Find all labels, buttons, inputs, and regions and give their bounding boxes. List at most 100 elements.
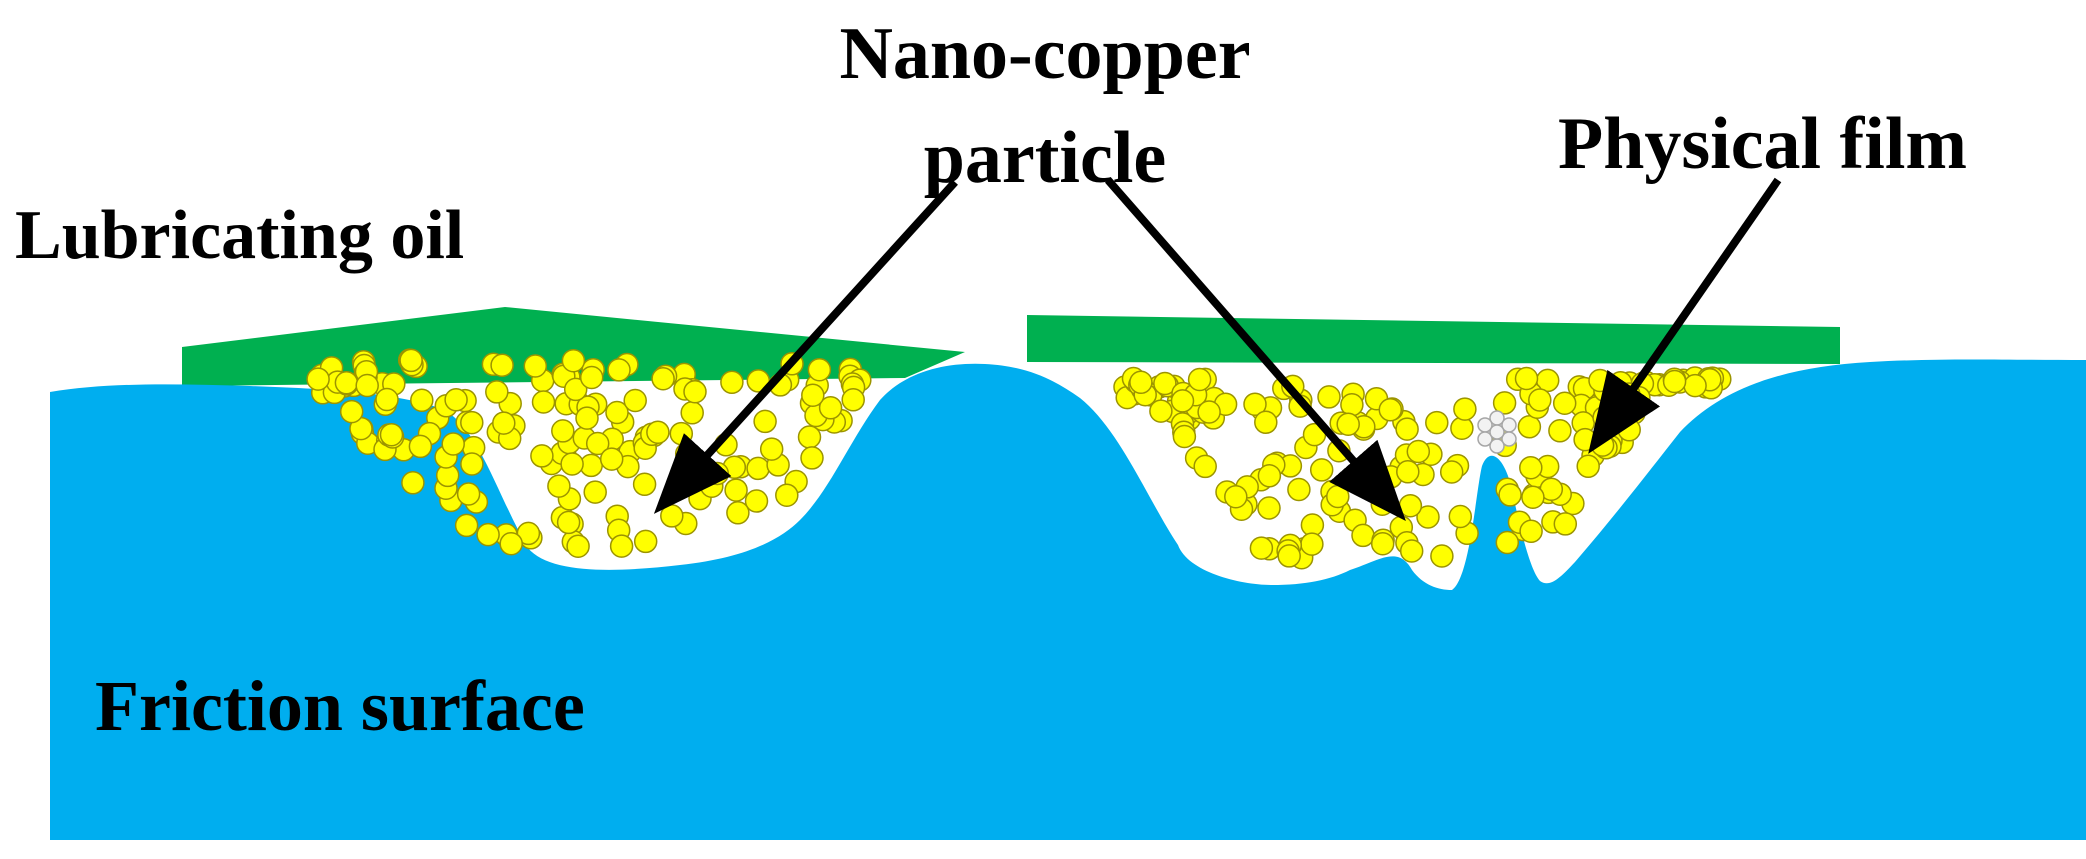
nano-copper-particle [579, 365, 604, 390]
nano-copper-particle [583, 480, 607, 504]
nano-copper-particle [1193, 454, 1217, 479]
nano-copper-particle [1498, 483, 1522, 507]
nano-copper-particle [1300, 532, 1324, 556]
nano-copper-particle [401, 471, 425, 495]
nano-copper-particle [563, 377, 588, 402]
physical-film-cluster [1477, 410, 1517, 454]
nano-copper-particle [623, 388, 647, 413]
nano-copper-particle [1197, 400, 1221, 424]
nano-copper-particle [759, 437, 784, 461]
nano-copper-particle [1683, 373, 1707, 398]
nano-copper-particle [1617, 418, 1641, 442]
nano-copper-particle [1317, 385, 1341, 409]
nano-copper-particle [800, 446, 824, 470]
right-oil-film [1027, 315, 1840, 364]
nano-copper-particle [1548, 419, 1572, 443]
nano-copper-particle [775, 483, 799, 507]
nano-copper-particle [1450, 416, 1474, 440]
nano-copper-particle [375, 387, 399, 412]
cluster-particle [1489, 424, 1505, 440]
nano-copper-particle [490, 353, 514, 377]
nano-copper-particle [1398, 493, 1423, 518]
nano-copper-particle [523, 354, 548, 378]
nano-copper-particle [1430, 544, 1454, 568]
friction-surface-substrate [50, 359, 2086, 840]
cluster-particle [1489, 438, 1505, 454]
nano-copper-particle [1395, 417, 1419, 441]
nano-copper-particle [306, 367, 330, 391]
nano-copper-particle [1519, 455, 1543, 480]
nano-copper-particle [599, 447, 624, 471]
nano-copper-particle [1129, 370, 1153, 395]
nano-copper-particle [1326, 484, 1350, 509]
lubricating-oil-label: Lubricating oil [15, 197, 464, 274]
nano-copper-particle [575, 406, 599, 430]
nano-copper-particle [1416, 505, 1440, 529]
nano-copper-particle [547, 474, 571, 498]
nano-copper-particle [680, 401, 704, 425]
nano-copper-particle [1399, 539, 1424, 563]
nano-copper-particle [334, 371, 359, 395]
nano-copper-particle [1257, 496, 1281, 520]
nano-copper-particle [499, 531, 523, 556]
nano-copper-label-line1: Nano-copper [839, 13, 1250, 95]
nano-copper-particle [726, 501, 750, 525]
nano-copper-particle [1378, 398, 1403, 422]
nano-copper-particle [683, 379, 707, 404]
nano-copper-particle [744, 489, 769, 513]
nano-copper-particle [1224, 484, 1248, 509]
nano-copper-particle [753, 409, 777, 434]
nano-copper-particle [1528, 388, 1552, 412]
nano-copper-particle [632, 472, 657, 497]
nano-copper-particle [441, 432, 465, 456]
nano-copper-particle [660, 504, 684, 528]
nano-copper-particle [1149, 399, 1173, 423]
cluster-particle [1501, 431, 1517, 447]
nano-copper-particle [1495, 530, 1520, 555]
nano-copper-particle [720, 370, 744, 395]
nano-copper-particle [1492, 391, 1517, 415]
nano-copper-particle [585, 431, 610, 456]
nano-copper-particle [1406, 439, 1431, 464]
nano-copper-particle [1396, 460, 1420, 484]
nano-copper-particle [646, 420, 670, 444]
nano-copper-particle [460, 410, 484, 435]
nano-copper-particle [1172, 424, 1197, 449]
physical-film-label: Physical film [1558, 103, 1967, 185]
nano-copper-particle [1519, 519, 1543, 544]
nano-copper-particle [1187, 367, 1212, 392]
nano-copper-particle [460, 452, 484, 476]
nano-copper-particle [1153, 371, 1177, 396]
nano-copper-particle [669, 421, 694, 446]
nano-copper-particle [1370, 531, 1395, 556]
nano-copper-particle [746, 456, 770, 481]
nano-copper-particle [1448, 504, 1473, 529]
nano-copper-particle [492, 411, 516, 435]
nano-copper-particle [1243, 392, 1267, 416]
nano-copper-particle [556, 510, 581, 535]
nano-copper-particle [379, 422, 404, 447]
nano-copper-particle [1336, 412, 1360, 436]
nano-copper-particle [801, 383, 825, 407]
nano-copper-label-line2: particle [924, 117, 1166, 199]
nano-copper-particle [1576, 454, 1600, 479]
nano-copper-particle [841, 388, 865, 412]
nano-copper-particle [1287, 477, 1311, 502]
nano-copper-particle [530, 444, 554, 468]
nano-copper-particle [1254, 410, 1278, 435]
nano-copper-particle [1309, 458, 1334, 482]
nano-copper-arrow-right [1104, 177, 1406, 522]
nano-copper-particle [444, 388, 468, 412]
nano-copper-particle [1573, 427, 1597, 452]
nano-copper-particle [1514, 366, 1539, 391]
nano-copper-particle [651, 366, 675, 391]
nano-copper-particle [560, 452, 584, 476]
nano-copper-particle [410, 388, 434, 413]
nano-copper-particle [399, 348, 423, 373]
nano-copper-particle [485, 380, 509, 404]
nano-copper-particle [566, 534, 590, 558]
nano-copper-particle [797, 425, 822, 449]
nano-copper-particle [1553, 512, 1578, 536]
nano-copper-particle [605, 400, 629, 425]
